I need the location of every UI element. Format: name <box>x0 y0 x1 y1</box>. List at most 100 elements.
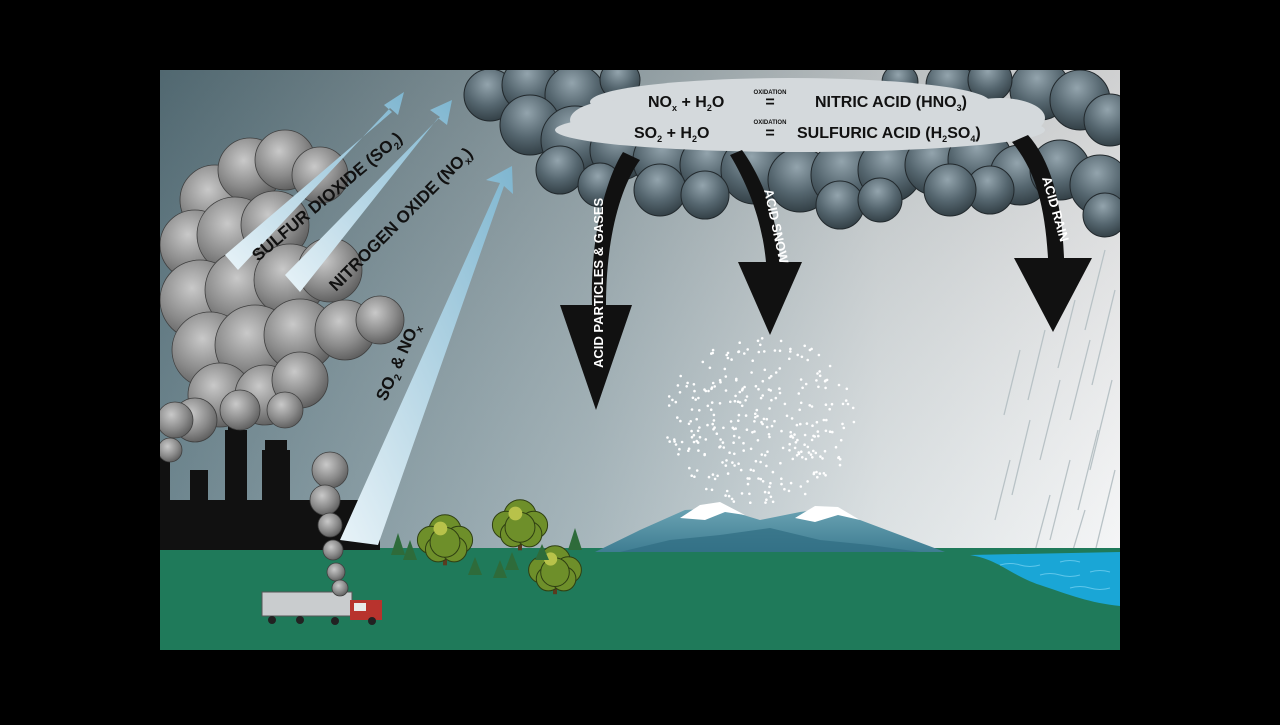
snowflake <box>768 435 771 439</box>
snowflake <box>766 450 769 454</box>
snowflake <box>724 494 727 497</box>
snowflake <box>673 440 676 443</box>
snowflake <box>676 416 679 419</box>
snowflake <box>687 447 691 451</box>
condition-sulfuric: OXIDATION <box>754 120 787 126</box>
snowflake <box>707 389 710 393</box>
snowflake <box>732 441 735 445</box>
snowflake <box>788 442 791 446</box>
snowflake <box>687 422 691 426</box>
snowflake <box>800 450 803 454</box>
pine-tree <box>493 560 507 578</box>
equals-nitric: = <box>765 94 774 111</box>
snowflake <box>770 424 774 428</box>
snowflake <box>817 385 820 389</box>
snowflake <box>711 348 715 352</box>
smoke-puff <box>160 437 183 463</box>
snowflake <box>780 482 783 486</box>
snowflake <box>712 419 716 422</box>
snowflake <box>767 433 771 436</box>
snowflake <box>778 387 781 390</box>
snowflake <box>733 452 736 456</box>
snowflake <box>723 367 727 371</box>
snowflake <box>724 389 728 392</box>
snowflake <box>780 429 783 433</box>
snowflake <box>762 417 766 421</box>
emission-arrows <box>225 92 513 545</box>
snowflake <box>824 429 828 433</box>
snowflake <box>742 441 745 445</box>
snowflake <box>805 422 809 425</box>
snowflake <box>738 390 742 394</box>
snowflake <box>726 472 730 475</box>
snowflake <box>690 435 694 439</box>
snowflake <box>756 414 759 418</box>
snowflake <box>810 438 814 442</box>
snowflake <box>778 367 782 370</box>
smoke-puff <box>322 539 344 561</box>
snowflake <box>729 420 733 423</box>
product-sulfuric: SULFURIC ACID (H2SO4) <box>797 125 981 144</box>
pine-tree <box>505 552 519 570</box>
snowflake <box>667 395 671 398</box>
snowflake <box>812 434 815 438</box>
snowflake <box>752 469 755 472</box>
snowflake <box>726 356 730 360</box>
snowflake <box>779 461 782 465</box>
snowflake <box>718 402 722 405</box>
snowflake <box>706 423 709 427</box>
arrow-sulfur-dioxide <box>225 92 404 270</box>
snowflake <box>737 462 740 466</box>
snowflake <box>763 368 767 372</box>
snowflake <box>789 350 792 353</box>
snowflake <box>765 464 768 468</box>
smoke-plumes <box>160 129 405 597</box>
snowflake <box>806 445 810 449</box>
snowflake <box>744 399 747 402</box>
snowflake <box>812 471 816 475</box>
cloud-lobe <box>815 180 865 230</box>
snowflake <box>756 439 760 442</box>
snowflake <box>712 428 715 431</box>
snowflake <box>748 477 751 480</box>
snowflake <box>731 461 734 464</box>
snowflake <box>743 385 746 389</box>
arrow-acid-particles <box>560 152 640 410</box>
mountains <box>595 502 945 552</box>
arrow-acid-snow <box>730 150 802 335</box>
snowflake <box>754 459 758 463</box>
snowflake <box>753 420 756 423</box>
snowflake <box>809 453 813 456</box>
snowflake <box>690 408 694 411</box>
snowflake <box>732 500 736 503</box>
lake <box>970 552 1120 606</box>
snowflake <box>701 360 705 364</box>
snowflake <box>812 449 815 453</box>
snowflake <box>755 408 759 412</box>
snowflake <box>788 357 791 361</box>
snowflake <box>689 420 692 423</box>
snowflake <box>728 451 731 455</box>
snowflake <box>763 350 766 353</box>
smoke-puff <box>219 389 261 431</box>
snowflake <box>736 400 740 404</box>
snowflake <box>696 429 700 433</box>
snowflake <box>816 475 819 479</box>
snowflake <box>837 383 841 387</box>
snowflake <box>814 451 818 455</box>
snowflake <box>761 394 764 397</box>
snowflake <box>746 482 750 486</box>
snowflake <box>851 406 855 410</box>
snowflake <box>732 427 736 431</box>
snowflake <box>828 364 832 368</box>
snowflake <box>743 352 746 355</box>
trees <box>391 499 582 595</box>
snowflake <box>679 374 682 378</box>
snowflake <box>749 447 753 451</box>
cloud-lobe <box>923 163 977 217</box>
snowflake <box>710 387 713 391</box>
snowflake <box>761 480 765 483</box>
snowflake <box>783 487 786 491</box>
snowflake <box>697 449 700 452</box>
